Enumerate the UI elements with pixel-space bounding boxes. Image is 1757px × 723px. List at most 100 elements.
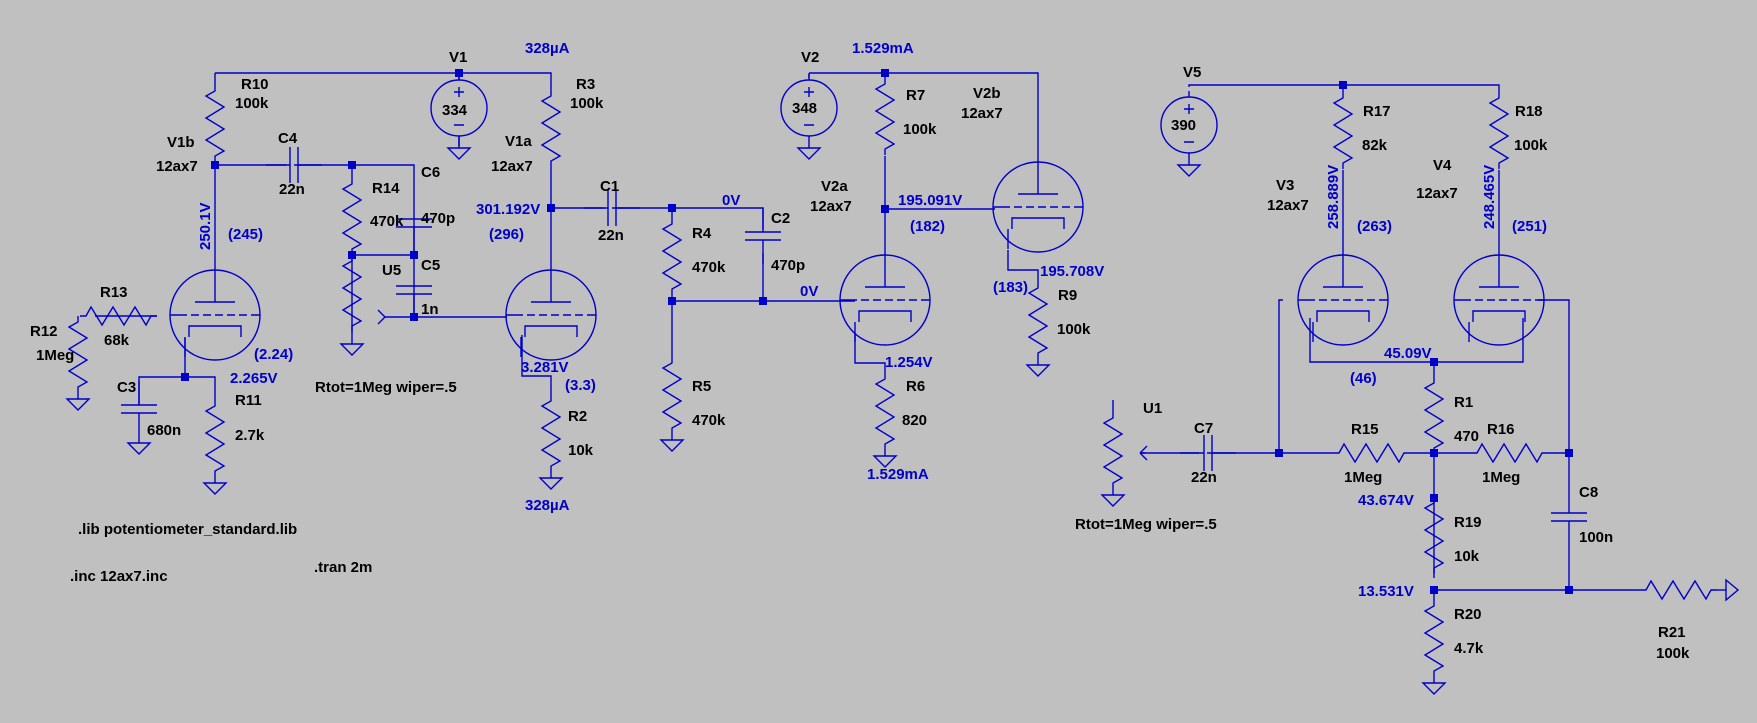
value-v1: 334	[442, 102, 468, 119]
value-c5: 1n	[421, 301, 439, 318]
resistor-r2-symbol	[541, 394, 561, 473]
label-r14: R14	[372, 180, 400, 197]
voltage-v1a-plate: 301.192V	[476, 201, 540, 218]
value-v3: 12ax7	[1267, 197, 1309, 214]
label-r10: R10	[241, 76, 269, 93]
value-r15: 1Meg	[1344, 469, 1382, 486]
ground-icon	[1422, 676, 1446, 695]
label-r16: R16	[1487, 421, 1515, 438]
current-v2-top: 1.529mA	[852, 40, 914, 57]
value-r14: 470k	[370, 213, 404, 230]
label-c5: C5	[421, 257, 440, 274]
tran-directive: .tran 2m	[314, 559, 372, 576]
ground-icon	[873, 449, 897, 468]
resistor-r21-symbol	[1639, 580, 1718, 600]
value-r2: 10k	[568, 442, 594, 459]
ground-icon	[203, 476, 227, 495]
value-c4: 22n	[279, 181, 305, 198]
resistor-r3-symbol	[541, 89, 561, 168]
voltage-node-43: 43.674V	[1358, 492, 1414, 509]
label-r3: R3	[576, 76, 595, 93]
ground-icon	[539, 471, 563, 490]
label-c3: C3	[117, 379, 136, 396]
value-r17: 82k	[1362, 137, 1388, 154]
value-r13: 68k	[104, 332, 130, 349]
triode-v4-symbol	[1453, 254, 1545, 346]
predicted-v1a-cathode: (3.3)	[565, 377, 596, 394]
value-v2a: 12ax7	[810, 198, 852, 215]
label-r7: R7	[906, 87, 925, 104]
current-v1-bottom: 328µA	[525, 497, 570, 514]
ground-icon	[127, 436, 151, 455]
ground-icon	[1101, 488, 1125, 507]
resistor-r1-symbol	[1424, 376, 1444, 455]
value-r4: 470k	[692, 259, 726, 276]
label-r4: R4	[692, 225, 712, 242]
predicted-ltp-cathode: (46)	[1350, 370, 1377, 387]
lib-directive: .lib potentiometer_standard.lib	[78, 521, 297, 538]
resistor-r4-symbol	[662, 217, 682, 296]
voltage-v1a-cathode: 3.281V	[521, 359, 569, 376]
label-v2: V2	[801, 49, 819, 66]
triode-v2a-symbol	[839, 254, 931, 346]
component-labels: R10 100k V1 334 R3 100k V1b 12ax7 C4 22n…	[30, 49, 1690, 662]
predicted-v2a-plate: (182)	[910, 218, 945, 235]
label-r20: R20	[1454, 606, 1482, 623]
ground-icon	[340, 337, 364, 356]
label-v5: V5	[1183, 64, 1201, 81]
label-u5: U5	[382, 262, 401, 279]
label-r6: R6	[906, 378, 925, 395]
resistor-r18-symbol	[1489, 91, 1509, 170]
triode-v1a-symbol	[505, 269, 597, 361]
value-v4: 12ax7	[1416, 185, 1458, 202]
value-r19: 10k	[1454, 548, 1480, 565]
voltage-v2a-plate: 195.091V	[898, 192, 962, 209]
value-r12: 1Meg	[36, 347, 74, 364]
triode-v3-symbol	[1297, 254, 1389, 346]
value-r9: 100k	[1057, 321, 1091, 338]
resistor-r15-symbol	[1332, 443, 1411, 463]
ground-icon	[797, 141, 821, 160]
label-v1b: V1b	[167, 134, 195, 151]
value-r21: 100k	[1656, 645, 1690, 662]
value-c2: 470p	[771, 257, 805, 274]
value-r18: 100k	[1514, 137, 1548, 154]
label-r12: R12	[30, 323, 58, 340]
ground-icon	[660, 433, 684, 452]
predicted-v1a-plate: (296)	[489, 226, 524, 243]
label-r18: R18	[1515, 103, 1543, 120]
voltage-v2a-grid: 0V	[800, 283, 818, 300]
label-v4: V4	[1433, 157, 1452, 174]
label-c4: C4	[278, 130, 298, 147]
voltage-v1b-cathode: 2.265V	[230, 370, 278, 387]
label-v2a: V2a	[821, 178, 848, 195]
value-v2b: 12ax7	[961, 105, 1003, 122]
ground-icon	[447, 141, 471, 160]
value-c6: 470p	[421, 210, 455, 227]
voltage-v3-plate: 258.889V	[1325, 165, 1342, 229]
label-c1: C1	[600, 178, 619, 195]
value-r20: 4.7k	[1454, 640, 1484, 657]
label-r5: R5	[692, 378, 711, 395]
resistor-r20-symbol	[1424, 599, 1444, 678]
predicted-v4-plate: (251)	[1512, 218, 1547, 235]
value-v1b: 12ax7	[156, 158, 198, 175]
predicted-v2b-cathode: (183)	[993, 279, 1028, 296]
label-c7: C7	[1194, 420, 1213, 437]
label-r17: R17	[1363, 103, 1391, 120]
value-r6: 820	[902, 412, 927, 429]
ground-icon	[1177, 158, 1201, 177]
voltage-node-13: 13.531V	[1358, 583, 1414, 600]
symbols	[66, 73, 1740, 695]
value-r11: 2.7k	[235, 427, 265, 444]
label-v1: V1	[449, 49, 467, 66]
predicted-v1b-plate: (245)	[228, 226, 263, 243]
label-v3: V3	[1276, 177, 1294, 194]
voltage-ltp-cathode: 45.09V	[1384, 345, 1432, 362]
ground-icon	[66, 392, 90, 411]
value-v2: 348	[792, 100, 817, 117]
value-r1: 470	[1454, 428, 1479, 445]
resistor-r5-symbol	[662, 356, 682, 435]
triode-v1b-symbol	[169, 269, 261, 361]
